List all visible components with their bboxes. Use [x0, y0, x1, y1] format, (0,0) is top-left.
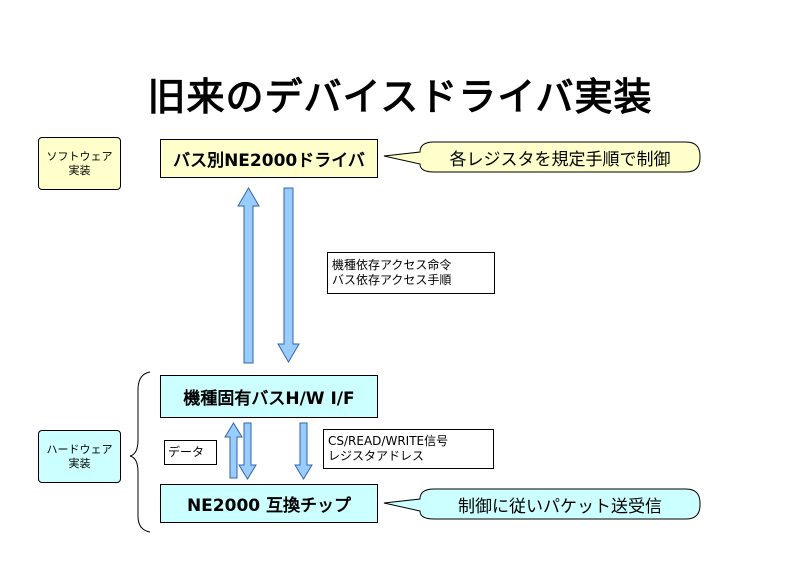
access-note-line-1: 機種依存アクセス命令	[332, 258, 452, 272]
data-label: データ	[164, 440, 217, 465]
signal-note: CS/READ/WRITE信号 レジスタアドレス	[323, 429, 494, 469]
down-arrow-small-2	[294, 422, 313, 480]
software-label-line-1: ソフトウェア	[46, 149, 113, 163]
down-arrow-small-1	[238, 422, 257, 480]
page-title: 旧来のデバイスドライバ実装	[147, 75, 653, 119]
bus-interface-box: 機種固有バスH/W I/F	[160, 375, 378, 418]
software-implementation-label: ソフトウェア 実装	[38, 137, 121, 190]
up-arrow-small	[224, 422, 243, 479]
access-note-line-2: バス依存アクセス手順	[332, 273, 452, 287]
driver-callout-text: 各レジスタを規定手順で制御	[449, 149, 671, 170]
chip-callout-text: 制御に従いパケット送受信	[458, 496, 662, 517]
chip-box: NE2000 互換チップ	[160, 484, 378, 523]
signal-note-line-1: CS/READ/WRITE信号	[328, 434, 449, 448]
driver-callout-shape	[383, 141, 701, 173]
signal-note-line-2: レジスタアドレス	[328, 449, 425, 463]
hardware-label-line-1: ハードウェア	[46, 442, 113, 456]
driver-box: バス別NE2000ドライバ	[160, 139, 378, 178]
up-arrow-large	[237, 187, 260, 364]
access-note: 機種依存アクセス命令 バス依存アクセス手順	[327, 252, 495, 294]
data-label-text: データ	[168, 445, 205, 459]
chip-callout-shape	[383, 488, 701, 520]
hardware-implementation-label: ハードウェア 実装	[38, 430, 121, 483]
hardware-label-line-2: 実装	[68, 456, 91, 470]
down-arrow-large	[277, 187, 300, 363]
software-label-line-2: 実装	[68, 163, 91, 177]
hardware-brace	[129, 371, 151, 533]
